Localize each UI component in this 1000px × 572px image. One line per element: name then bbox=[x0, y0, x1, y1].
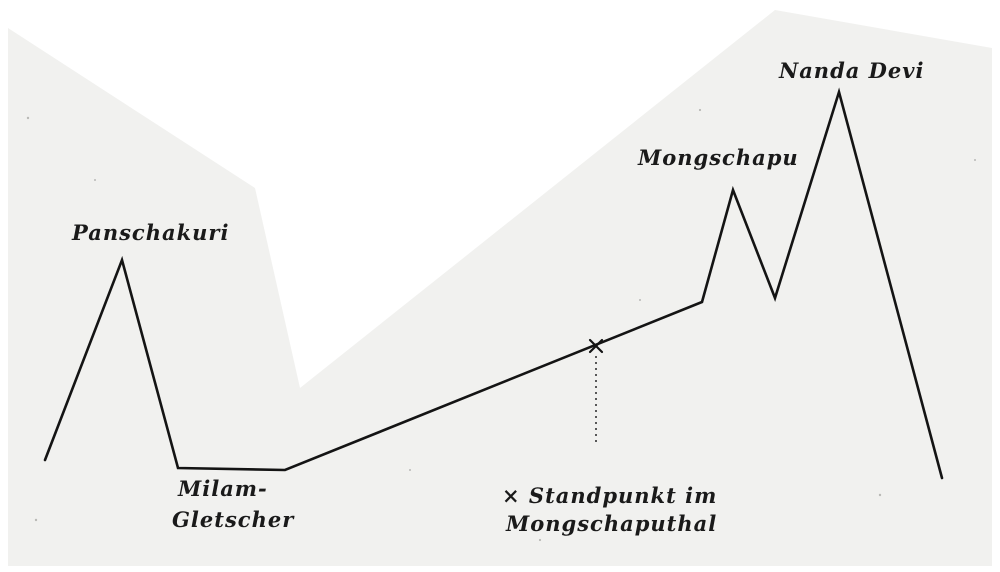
paper-specks bbox=[26, 108, 976, 542]
standpoint-marker bbox=[588, 338, 604, 354]
paper-sheet bbox=[8, 10, 992, 566]
label-mongschapu: Mongschapu bbox=[637, 145, 799, 170]
label-panschakuri: Panschakuri bbox=[71, 220, 229, 245]
label-standpunkt-line2: Mongschaputhal bbox=[505, 511, 717, 536]
label-milam-line1: Milam- bbox=[177, 476, 268, 501]
label-standpunkt-line1: × Standpunkt im bbox=[502, 483, 717, 508]
ridge-profile-line bbox=[43, 87, 944, 480]
label-nanda-devi: Nanda Devi bbox=[778, 58, 924, 83]
label-milam-line2: Gletscher bbox=[172, 507, 295, 532]
